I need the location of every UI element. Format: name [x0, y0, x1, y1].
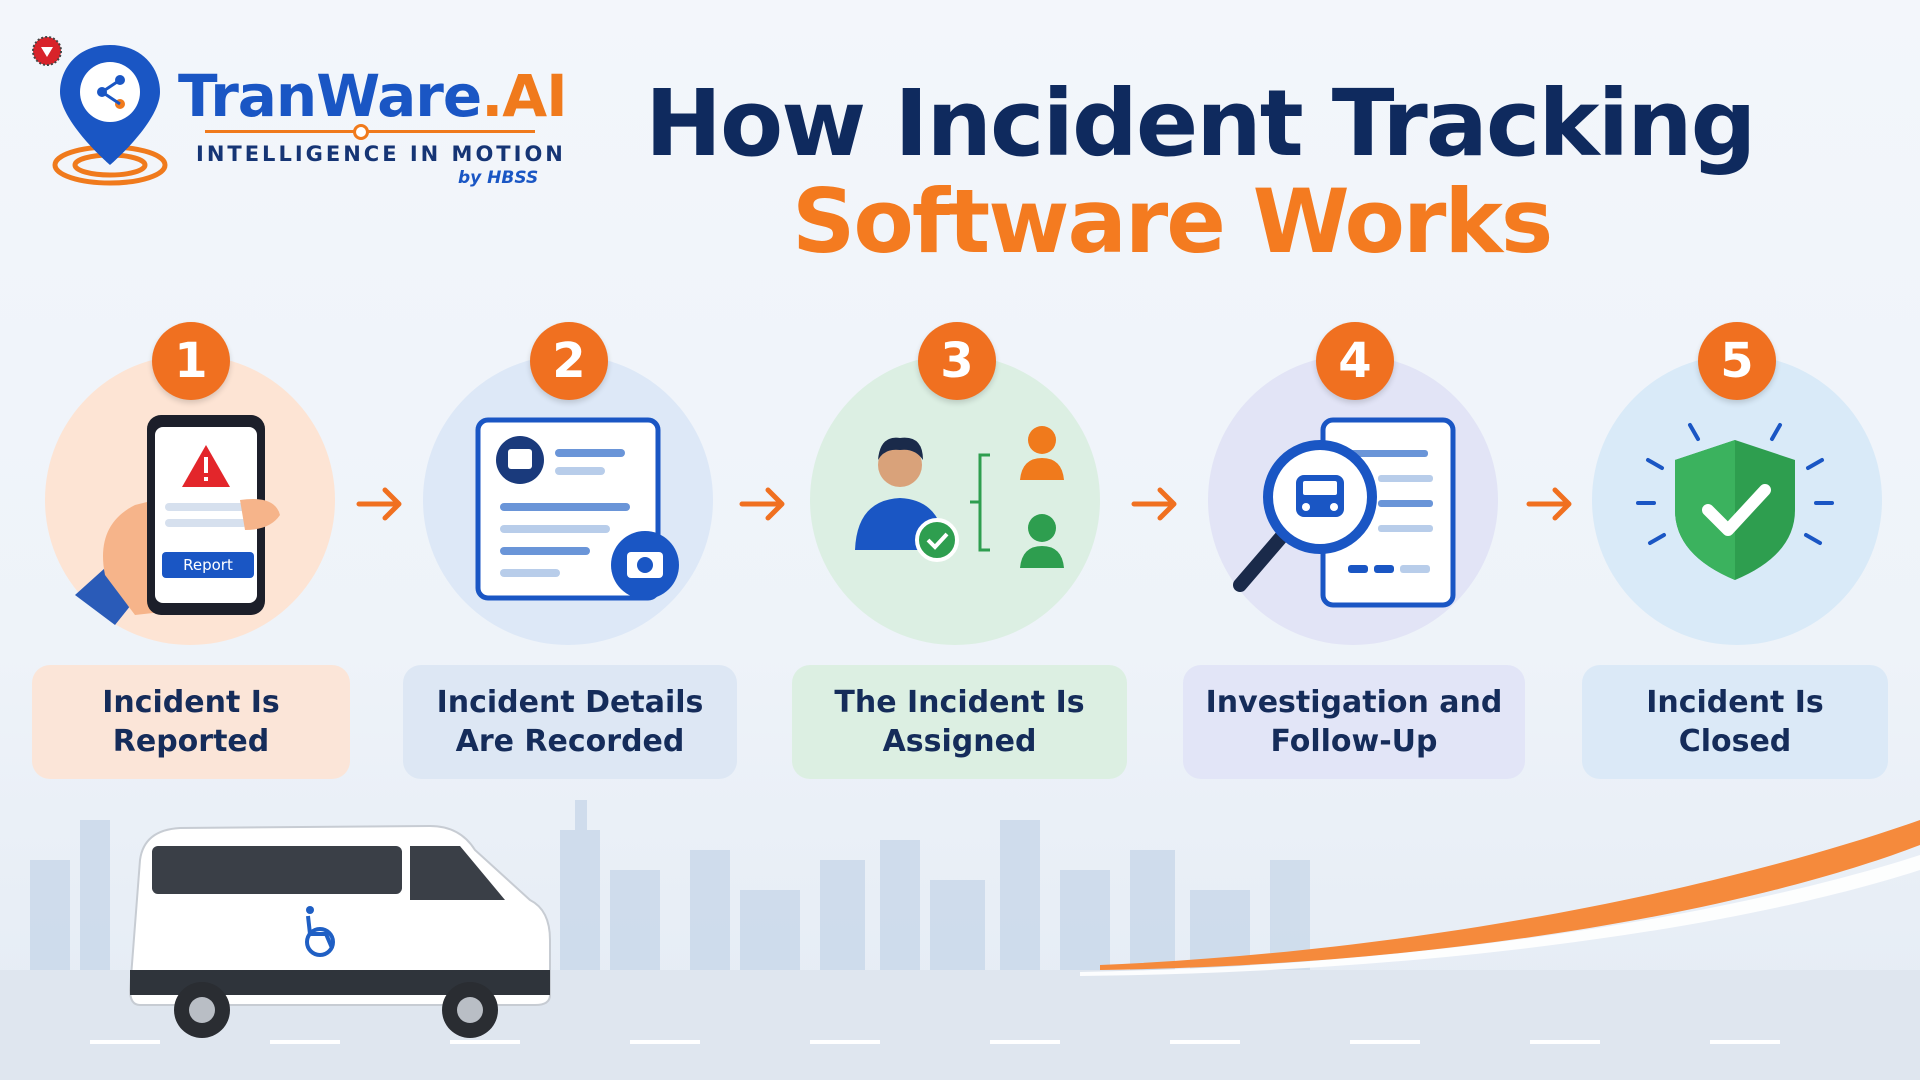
corner-badge-icon	[32, 36, 62, 66]
brand-name: TranWare.AI	[178, 62, 568, 130]
assign-people-icon	[855, 426, 1064, 568]
step-5-label-card: Incident Is Closed	[1582, 665, 1888, 779]
step-4-label: Investigation and Follow-Up	[1205, 685, 1503, 759]
brand-name-part2: .AI	[481, 62, 568, 130]
step-2-label-card: Incident Details Are Recorded	[403, 665, 737, 779]
step-1-label: Incident Is Reported	[102, 685, 280, 759]
orange-swoosh	[1100, 820, 1920, 970]
step-1-number-badge: 1	[152, 322, 230, 400]
step-5-number-badge: 5	[1698, 322, 1776, 400]
page-title-line1: How Incident Tracking	[645, 70, 1756, 177]
step-5-label: Incident Is Closed	[1646, 685, 1824, 759]
logo-dot	[353, 124, 369, 140]
city-skyline	[30, 800, 1310, 980]
arrow-right-icon	[739, 487, 785, 521]
step-3-label: The Incident Is Assigned	[834, 685, 1085, 759]
page-title-line2: Software Works	[792, 170, 1553, 273]
arrow-right-icon	[356, 487, 402, 521]
wheelchair-icon	[305, 915, 335, 957]
arrow-right-icon	[1131, 487, 1177, 521]
report-button: Report	[162, 552, 254, 578]
step-3-label-card: The Incident Is Assigned	[792, 665, 1127, 779]
step-3-circle	[810, 355, 1100, 645]
magnifier-document-icon	[1233, 417, 1456, 608]
accessible-van	[128, 824, 551, 1038]
brand-byline: by HBSS	[458, 168, 539, 188]
brand-tagline: INTELLIGENCE IN MOTION	[196, 142, 566, 166]
city-road-scene	[0, 800, 1920, 1080]
shield-check-icon	[1636, 423, 1834, 580]
step-4-number-badge: 4	[1316, 322, 1394, 400]
brand-name-part1: TranWare	[178, 62, 482, 130]
step-2-number-badge: 2	[530, 322, 608, 400]
phone-alert-icon	[75, 415, 280, 625]
arrow-right-icon	[1526, 487, 1572, 521]
location-pin-logo-icon	[52, 45, 168, 186]
road-markings	[90, 1040, 1780, 1044]
logo-underline	[205, 130, 535, 133]
step-4-label-card: Investigation and Follow-Up	[1183, 665, 1525, 779]
step-1-label-card: Incident Is Reported	[32, 665, 350, 779]
step-3-number-badge: 3	[918, 322, 996, 400]
step-2-label: Incident Details Are Recorded	[436, 685, 704, 759]
document-camera-icon	[475, 417, 679, 601]
